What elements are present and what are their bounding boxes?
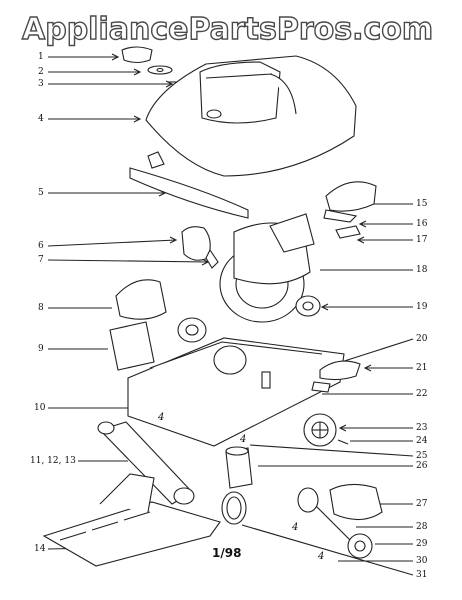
callout-24: 24: [416, 436, 428, 446]
callout-4: 4: [38, 114, 44, 124]
callout-14: 14: [34, 544, 46, 554]
callout-19: 19: [416, 302, 428, 312]
callout-31: 31: [416, 570, 428, 580]
callout-5: 5: [38, 188, 44, 198]
callout-8: 8: [38, 303, 44, 313]
callout-27: 27: [416, 499, 428, 509]
reference-mark: 4: [292, 522, 299, 533]
callout-9: 9: [38, 344, 44, 354]
callout-29: 29: [416, 539, 428, 549]
callout-10: 10: [34, 403, 46, 413]
callout-28: 28: [416, 522, 428, 532]
callout-1: 1: [38, 52, 44, 62]
callout-25: 25: [416, 451, 428, 461]
callout-16: 16: [416, 219, 428, 229]
callout-7: 7: [38, 255, 44, 265]
callout-17: 17: [416, 235, 428, 245]
callout-21: 21: [416, 363, 428, 373]
callout-3: 3: [38, 79, 44, 89]
callout-6: 6: [38, 241, 44, 251]
callout-15: 15: [416, 199, 428, 209]
callout-18: 18: [416, 265, 428, 275]
callout-23: 23: [416, 423, 428, 433]
reference-mark: 4: [318, 551, 325, 562]
callout-22: 22: [416, 389, 428, 399]
reference-mark: 4: [158, 412, 165, 423]
callout-26: 26: [416, 461, 428, 471]
callout-30: 30: [416, 556, 428, 566]
reference-mark: 4: [240, 434, 247, 445]
watermark-logo: AppliancePartsPros.com: [21, 11, 434, 47]
callout-2: 2: [38, 67, 44, 77]
revision-date: 1/98: [212, 546, 242, 560]
callout-20: 20: [416, 334, 428, 344]
callout-11-12-13: 11, 12, 13: [30, 456, 76, 466]
